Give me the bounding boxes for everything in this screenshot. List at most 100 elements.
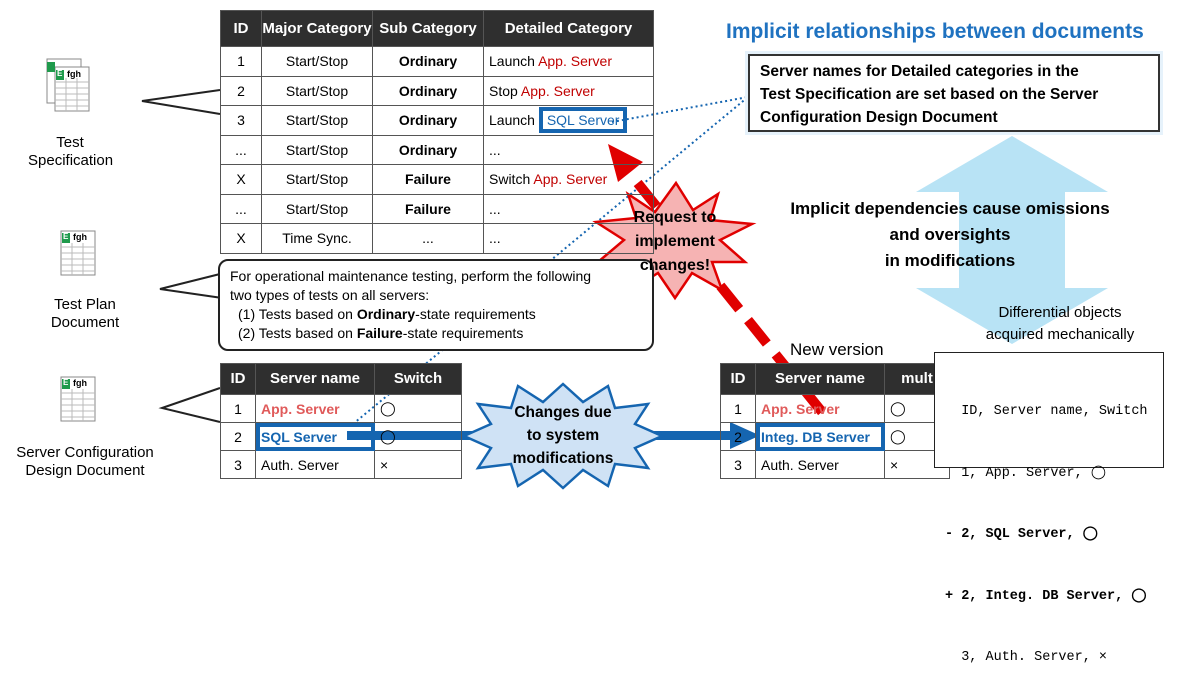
cell-server-name: SQL Server bbox=[255, 422, 375, 451]
cell-server-name: Auth. Server bbox=[755, 450, 885, 479]
cell-switch: × bbox=[374, 450, 462, 479]
cell-major: Start/Stop bbox=[261, 46, 373, 77]
icon-text: fgh bbox=[67, 69, 81, 79]
table-row: 2 Integ. DB Server ◯ bbox=[720, 422, 950, 451]
cell-major: Start/Stop bbox=[261, 193, 373, 224]
diff-line: 1, App. Server, ◯ bbox=[945, 465, 1106, 481]
relationship-note-line: Test Specification are set based on the … bbox=[760, 86, 1099, 103]
cell-sub: ... bbox=[372, 223, 484, 254]
col-header-major: Major Category bbox=[261, 10, 373, 47]
cell-major: Time Sync. bbox=[261, 223, 373, 254]
server-table-new: ID Server name mult 1 App. Server ◯ 2 In… bbox=[720, 363, 950, 479]
spreadsheet-icon: E fgh bbox=[60, 376, 96, 422]
icon-text: fgh bbox=[73, 232, 87, 242]
table-row: 2 SQL Server ◯ bbox=[220, 422, 462, 451]
cell-detailed: Launch App. Server bbox=[483, 46, 654, 77]
changes-burst-text: Changes due to system modifications bbox=[512, 404, 614, 467]
dependencies-text: Implicit dependencies cause omissions an… bbox=[790, 199, 1110, 270]
test-spec-label: Test Specification bbox=[28, 134, 114, 169]
server-table-old: ID Server name Switch 1 App. Server ◯ 2 … bbox=[220, 363, 462, 479]
cell-id: 3 bbox=[220, 450, 256, 479]
relationship-note-line: Configuration Design Document bbox=[760, 109, 998, 126]
plan-item-2: (2) Tests based on Failure-state require… bbox=[238, 325, 524, 341]
table-row: 3 Auth. Server × bbox=[220, 450, 462, 479]
cell-id: 2 bbox=[220, 75, 262, 106]
table-row: X Start/Stop Failure Switch App. Server bbox=[220, 164, 654, 195]
cell-id: ... bbox=[220, 134, 262, 165]
cell-major: Start/Stop bbox=[261, 75, 373, 106]
diff-label: Differential objects acquired mechanical… bbox=[985, 304, 1135, 343]
config-callout-pointer bbox=[158, 387, 221, 423]
test-spec-table: ID Major Category Sub Category Detailed … bbox=[220, 10, 654, 254]
relationship-note-box: Server names for Detailed categories in … bbox=[748, 54, 1160, 132]
cell-switch: ◯ bbox=[374, 394, 462, 423]
request-burst-text: Request to implement changes! bbox=[633, 209, 717, 274]
cell-id: 3 bbox=[220, 105, 262, 136]
cell-sub: Ordinary bbox=[372, 105, 484, 136]
col-header-id: ID bbox=[720, 363, 756, 395]
cell-server-name: Auth. Server bbox=[255, 450, 375, 479]
col-header-detailed: Detailed Category bbox=[483, 10, 654, 47]
sql-server-highlight: SQL Server bbox=[538, 107, 628, 134]
test-plan-label: Test Plan Document bbox=[50, 296, 120, 331]
cell-id: 2 bbox=[720, 422, 756, 451]
table-row: 3 Auth. Server × bbox=[720, 450, 950, 479]
cell-id: X bbox=[220, 223, 262, 254]
test-plan-callout: For operational maintenance testing, per… bbox=[218, 259, 654, 351]
cell-detailed: ... bbox=[483, 223, 654, 254]
cell-detailed: ... bbox=[483, 193, 654, 224]
cell-id: 1 bbox=[220, 46, 262, 77]
cell-major: Start/Stop bbox=[261, 134, 373, 165]
diff-line: 3, Auth. Server, × bbox=[945, 650, 1108, 665]
table-row: 1 Start/Stop Ordinary Launch App. Server bbox=[220, 46, 654, 77]
diff-line: - 2, SQL Server, ◯ bbox=[945, 527, 1098, 542]
col-header-sub: Sub Category bbox=[372, 10, 484, 47]
cell-server-name: App. Server bbox=[755, 394, 885, 423]
icon-text: fgh bbox=[73, 378, 87, 388]
cell-id: X bbox=[220, 164, 262, 195]
cell-id: ... bbox=[220, 193, 262, 224]
cell-sub: Ordinary bbox=[372, 46, 484, 77]
icon-badge: E bbox=[63, 232, 69, 241]
table-row: 1 App. Server ◯ bbox=[220, 394, 462, 423]
cell-major: Start/Stop bbox=[261, 164, 373, 195]
bidirectional-arrow bbox=[916, 136, 1108, 344]
table-row: ... Start/Stop Ordinary ... bbox=[220, 134, 654, 165]
cell-sub: Failure bbox=[372, 193, 484, 224]
cell-detailed: Stop App. Server bbox=[483, 75, 654, 106]
col-header-server-name: Server name bbox=[255, 363, 375, 395]
changes-burst bbox=[460, 382, 666, 490]
col-header-id: ID bbox=[220, 363, 256, 395]
plan-item-1: (1) Tests based on Ordinary-state requir… bbox=[238, 306, 536, 322]
spreadsheet-icon: E fgh bbox=[46, 58, 90, 112]
cell-server-name: App. Server bbox=[255, 394, 375, 423]
plan-line-1: For operational maintenance testing, per… bbox=[230, 268, 592, 284]
cell-sub: Ordinary bbox=[372, 75, 484, 106]
icon-badge: E bbox=[63, 378, 69, 387]
table-row: ... Start/Stop Failure ... bbox=[220, 193, 654, 224]
relationship-note-line: Server names for Detailed categories in … bbox=[760, 63, 1079, 80]
cell-detailed: ... bbox=[483, 134, 654, 165]
cell-detailed: Switch App. Server bbox=[483, 164, 654, 195]
dotted-relation-line bbox=[611, 96, 749, 123]
table-row: X Time Sync. ... ... bbox=[220, 223, 654, 254]
cell-sub: Ordinary bbox=[372, 134, 484, 165]
icon-badge: E bbox=[57, 69, 63, 78]
new-version-caption: New version bbox=[790, 340, 884, 359]
spreadsheet-icon: E fgh bbox=[60, 230, 96, 276]
cell-id: 1 bbox=[220, 394, 256, 423]
cell-server-name: Integ. DB Server bbox=[755, 422, 885, 451]
spec-callout-pointer bbox=[141, 89, 221, 115]
diff-line: + 2, Integ. DB Server, ◯ bbox=[945, 588, 1147, 604]
table-row: 1 App. Server ◯ bbox=[720, 394, 950, 423]
cell-sub: Failure bbox=[372, 164, 484, 195]
col-header-id: ID bbox=[220, 10, 262, 47]
table-row: 2 Start/Stop Ordinary Stop App. Server bbox=[220, 75, 654, 106]
diff-line: ID, Server name, Switch bbox=[945, 404, 1148, 419]
cell-switch: ◯ bbox=[374, 422, 462, 451]
plan-line-2: two types of tests on all servers: bbox=[230, 287, 430, 303]
col-header-switch: Switch bbox=[374, 363, 462, 395]
cell-id: 1 bbox=[720, 394, 756, 423]
col-header-server-name: Server name bbox=[755, 363, 885, 395]
cell-id: 3 bbox=[720, 450, 756, 479]
